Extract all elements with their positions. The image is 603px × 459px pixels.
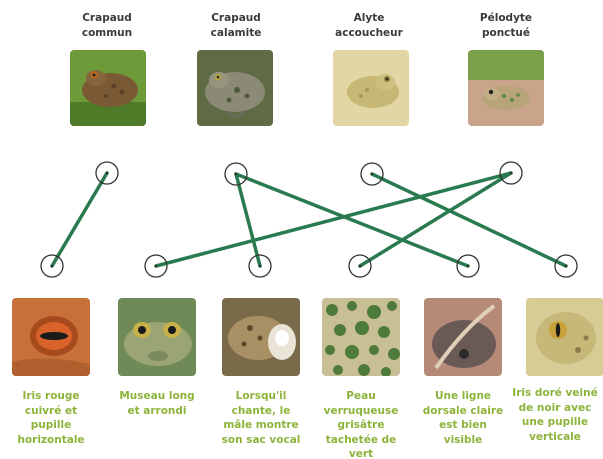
feature-caption-golden-iris: Iris doré veiné de noir avec une pupille… bbox=[507, 386, 603, 444]
species-connector-node-3[interactable] bbox=[500, 162, 522, 184]
feature-connector-node-2[interactable] bbox=[249, 255, 271, 277]
feature-photo-long-snout bbox=[118, 298, 196, 376]
species-connector-node-1[interactable] bbox=[225, 163, 247, 185]
feature-photo-golden-iris bbox=[526, 298, 603, 376]
feature-connector-node-5[interactable] bbox=[555, 255, 577, 277]
species-connector-node-2[interactable] bbox=[361, 163, 383, 185]
connection-line bbox=[236, 174, 260, 266]
species-connector-node-0[interactable] bbox=[96, 162, 118, 184]
feature-connector-node-3[interactable] bbox=[349, 255, 371, 277]
connection-line bbox=[372, 174, 566, 266]
feature-connector-node-1[interactable] bbox=[145, 255, 167, 277]
feature-photo-warty-skin bbox=[322, 298, 400, 376]
feature-caption-long-snout: Museau long et arrondi bbox=[109, 389, 205, 418]
feature-photo-dorsal-line bbox=[424, 298, 502, 376]
feature-caption-warty-skin: Peau verruqueuse grisâtre tachetée de ve… bbox=[313, 389, 409, 459]
feature-photo-vocal-sac bbox=[222, 298, 300, 376]
feature-caption-red-iris: Iris rouge cuivré et pupille horizontale bbox=[3, 389, 99, 447]
feature-connector-node-4[interactable] bbox=[457, 255, 479, 277]
feature-connector-node-0[interactable] bbox=[41, 255, 63, 277]
connection-line bbox=[52, 173, 107, 266]
connection-line bbox=[156, 173, 511, 266]
feature-caption-vocal-sac: Lorsqu'il chante, le mâle montre son sac… bbox=[213, 389, 309, 447]
feature-caption-dorsal-line: Une ligne dorsale claire est bien visibl… bbox=[415, 389, 511, 447]
feature-photo-red-iris bbox=[12, 298, 90, 376]
